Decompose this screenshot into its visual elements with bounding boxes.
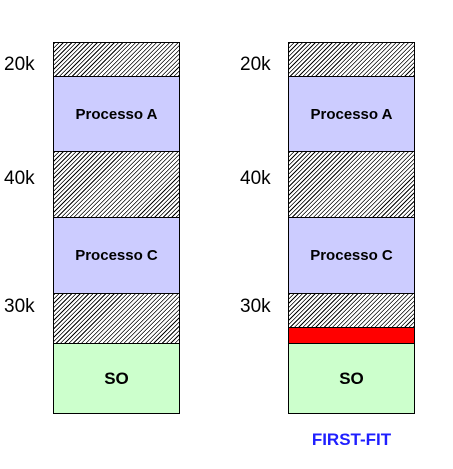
right-os-label: SO (339, 368, 364, 388)
right-free-block-2-size: 40k (240, 168, 271, 189)
right-free-block-1-size: 20k (240, 54, 271, 75)
right-process-a-label: Processo A (310, 105, 393, 123)
right-process-c-block: Processo C (288, 217, 415, 294)
right-free-block-3-size: 30k (240, 296, 271, 317)
right-os-block: SO (288, 343, 415, 414)
right-free-block-1 (288, 42, 415, 77)
left-process-c-label: Processo C (75, 247, 158, 264)
left-process-c-block: Processo C (53, 217, 180, 294)
left-os-block: SO (53, 343, 180, 414)
first-fit-allocated-block (288, 327, 415, 344)
right-process-a-block: Processo A (288, 76, 415, 152)
left-free-block-1 (53, 42, 180, 77)
left-process-a-label: Processo A (75, 105, 158, 123)
left-free-block-2 (53, 151, 180, 218)
left-free-block-3 (53, 293, 180, 344)
right-free-block-2 (288, 151, 415, 218)
right-free-block-3 (288, 293, 415, 328)
left-free-block-2-size: 40k (4, 168, 35, 189)
left-free-block-1-size: 20k (4, 54, 35, 75)
left-process-a-block: Processo A (53, 76, 180, 152)
left-os-label: SO (104, 368, 129, 388)
right-process-c-label: Processo C (310, 247, 393, 264)
first-fit-caption: FIRST-FIT (311, 430, 392, 449)
left-free-block-3-size: 30k (4, 296, 35, 317)
